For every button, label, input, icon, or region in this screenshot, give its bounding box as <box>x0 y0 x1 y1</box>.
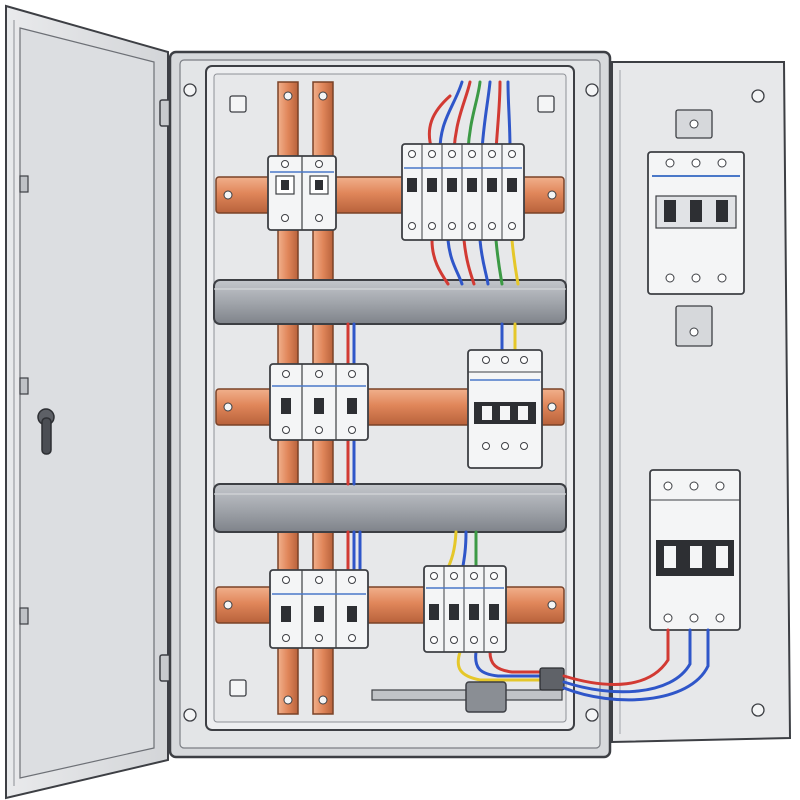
door-wiring <box>562 628 710 702</box>
breaker-group-middle-left[interactable] <box>269 363 369 441</box>
handle-icon[interactable] <box>37 408 55 455</box>
cable-clamp <box>465 667 565 713</box>
left-door[interactable] <box>5 4 173 800</box>
breaker-group-top-right[interactable] <box>401 143 525 241</box>
breaker-group-door-top[interactable] <box>647 109 745 347</box>
breaker-group-door-bottom[interactable] <box>649 469 741 631</box>
breaker-group-top-left[interactable] <box>267 155 337 231</box>
breaker-group-bottom-right[interactable] <box>423 565 507 653</box>
screw-icon <box>183 83 599 722</box>
breaker-group-bottom-left[interactable] <box>269 569 369 649</box>
breaker-group-middle-right[interactable] <box>467 349 543 469</box>
screw-icon <box>751 89 765 717</box>
door-latch <box>19 175 29 625</box>
